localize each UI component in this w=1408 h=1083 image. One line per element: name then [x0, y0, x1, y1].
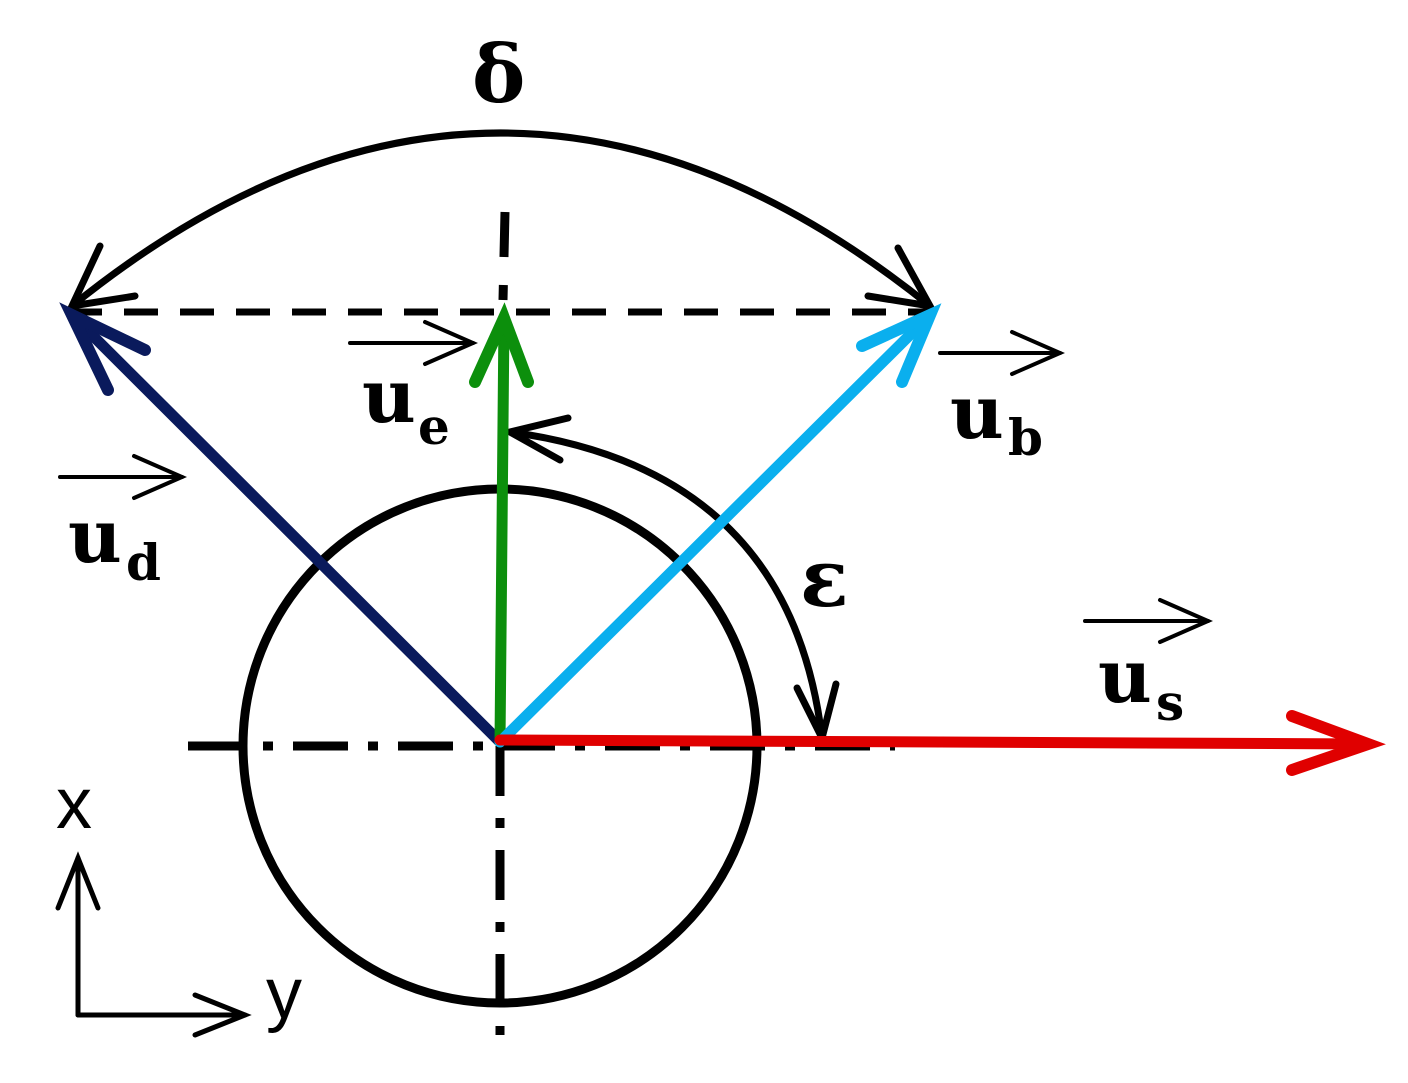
coordinate-axes-icon: [55, 851, 252, 1038]
epsilon-label: ε: [800, 531, 849, 625]
u-e-label-sub: e: [418, 397, 450, 456]
u-b-label-main: u: [950, 370, 1004, 456]
vector-u-d-line: [66, 309, 506, 748]
epsilon-arc-top-arrowhead: [500, 414, 572, 464]
epsilon-arc: [509, 428, 826, 739]
vector-u-s-arrowhead: [1286, 710, 1386, 776]
axis-y-label: y: [266, 954, 302, 1034]
vector-u-d-arrowhead: [59, 302, 151, 396]
vector-u-b-line: [494, 309, 936, 748]
vector-u-e-arrowhead: [469, 302, 534, 388]
u-e-label-main: u: [362, 354, 416, 440]
vector-u-s-line: [494, 734, 1374, 750]
u-b-label-sub: b: [1008, 408, 1043, 467]
u-s-label-sub: s: [1156, 673, 1184, 732]
u-d-label-main: u: [68, 494, 122, 580]
axis-x-label: x: [56, 764, 92, 844]
u-b-over-arrow: [938, 330, 1065, 376]
delta-arc-right-arrowhead: [864, 244, 937, 311]
u-d-label-sub: d: [126, 533, 161, 592]
vector-u-b-arrowhead: [856, 303, 942, 388]
delta-label: δ: [472, 27, 525, 121]
u-e-over-arrow: [348, 320, 478, 366]
vertical-dashed-axis: [498, 211, 510, 301]
u-s-label-main: u: [1098, 634, 1152, 720]
delta-arc: [69, 129, 933, 309]
vector-u-e-line: [494, 312, 510, 748]
u-s-over-arrow: [1083, 598, 1213, 644]
delta-arc-left-arrowhead: [66, 242, 139, 311]
u-d-over-arrow: [58, 454, 187, 500]
